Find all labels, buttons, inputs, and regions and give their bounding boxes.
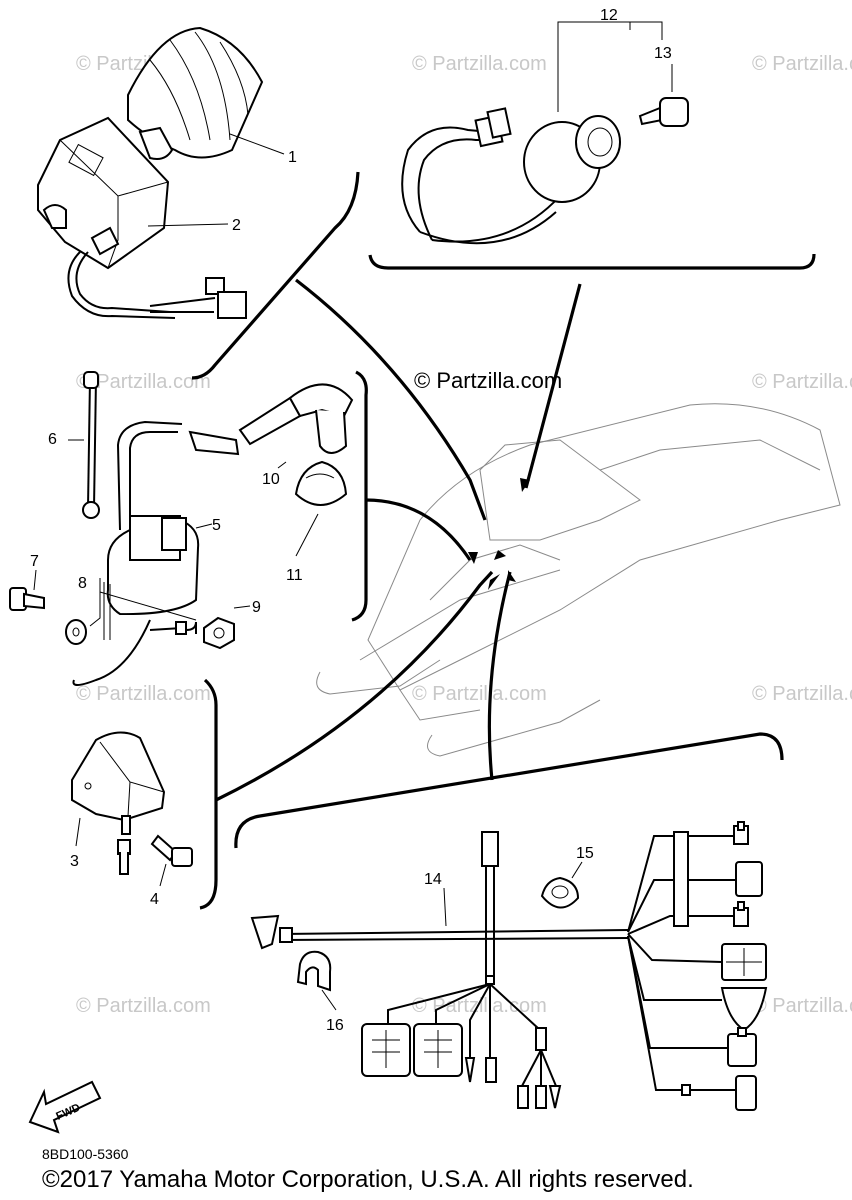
callout-11: 11 [286,567,303,584]
callout-13: 13 [654,45,672,62]
cdi-unit-part [71,731,193,875]
callout-15: 15 [576,845,594,862]
callout-8: 8 [78,575,87,592]
callout-5: 5 [212,517,221,534]
ignition-coil-part [9,371,354,686]
callout-2: 2 [232,217,241,234]
copyright-notice: ©2017 Yamaha Motor Corporation, U.S.A. A… [42,1166,694,1193]
watermarks: © Partzilla.com © Partzilla.com © Partzi… [76,53,852,1017]
watermark-text: © Partzilla.com [412,53,547,75]
watermark-text: © Partzilla.com [412,683,547,705]
callout-6: 6 [48,431,57,448]
watermark-text: © Partzilla.com [752,995,852,1017]
callout-16: 16 [326,1017,344,1034]
fwd-arrow-icon: FWD [28,1080,102,1134]
watermark-text: © Partzilla.com [412,995,547,1017]
callout-12: 12 [600,7,618,24]
callout-leaders [33,21,673,1011]
callout-14: 14 [424,871,442,888]
center-watermark: © Partzilla.com [414,368,562,393]
switch-housing-part [37,116,247,319]
watermark-text: © Partzilla.com [76,683,211,705]
switch-cover-part [127,26,264,160]
callout-7: 7 [30,553,39,570]
diagram-code: 8BD100-5360 [42,1146,129,1162]
watermark-text: © Partzilla.com [76,995,211,1017]
wire-harness-part [250,821,768,1111]
watermark-text: © Partzilla.com [752,371,852,393]
snowmobile-outline [316,403,841,757]
watermark-text: © Partzilla.com [752,53,852,75]
main-switch-part [401,97,689,245]
group-leader-lines [191,171,816,910]
callout-3: 3 [70,853,79,870]
callout-1: 1 [288,149,297,166]
callouts: 1 2 3 4 5 6 7 8 9 10 11 12 13 14 15 16 [30,7,672,1034]
callout-9: 9 [252,599,261,616]
watermark-text: © Partzilla.com [76,371,211,393]
callout-4: 4 [150,891,159,908]
watermark-text: © Partzilla.com [752,683,852,705]
callout-10: 10 [262,471,280,488]
